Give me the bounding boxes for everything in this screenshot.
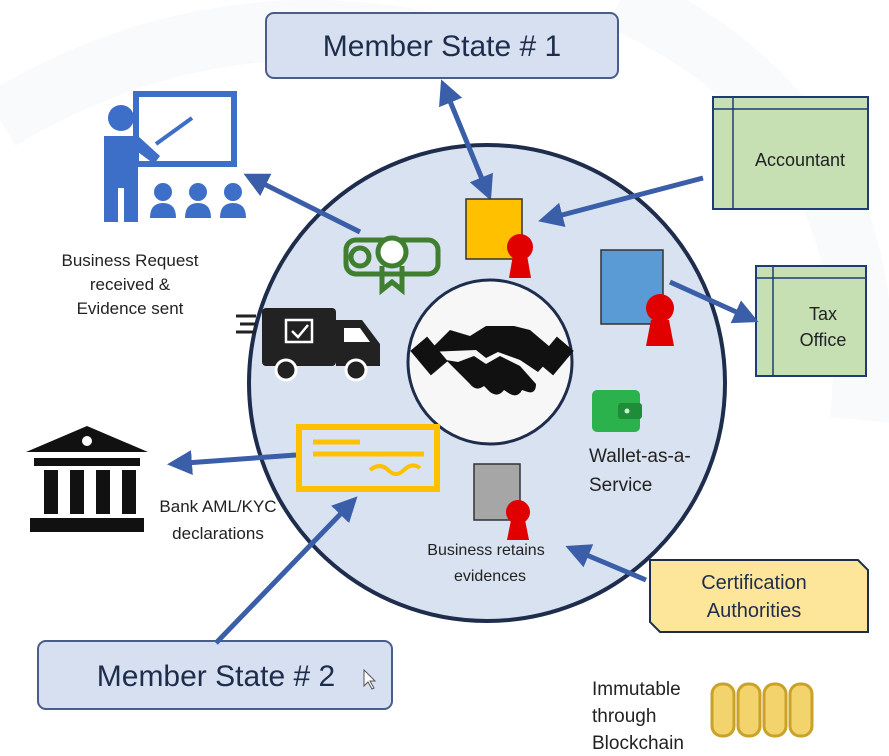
member-state-2-label: Member State # 2 [97,660,335,693]
arrow-cheque-to-bank [167,450,297,476]
member-state-1-box: Member State # 1 [265,12,619,79]
bank-line2: declarations [172,524,264,543]
arrows [167,79,759,645]
accountant-box: Accountant [712,96,869,210]
tax-office-label-line1: Tax [809,304,837,324]
handshake-icon [410,326,574,396]
blockchain-line3: Blockchain [592,733,684,754]
blockchain-label: Immutable through Blockchain [592,679,684,754]
cheque-icon [296,424,440,492]
business-request-line3: Evidence sent [77,299,184,318]
blockchain-line1: Immutable [592,679,681,700]
arrow-doc-to-tax-office [668,279,759,324]
red-seal-icon [646,294,674,346]
business-request-line1: Business Request [61,251,198,270]
certification-authorities-line2: Authorities [707,600,802,622]
delivery-truck-icon [236,308,380,382]
business-request-line2: received & [90,275,171,294]
tax-document-icon [600,249,674,346]
bank-line1: Bank AML/KYC [159,497,276,516]
evidence-document-icon [473,463,530,540]
diploma-icon [343,235,441,296]
arrow-member-state-2-to-cheque [214,496,358,645]
certification-authorities-line1: Certification [701,572,807,594]
certification-authorities-box: Certification Authorities [649,559,869,633]
wallet-label: Wallet-as-a- Service [589,446,691,496]
wallet-line1: Wallet-as-a- [589,446,691,467]
bank-label: Bank AML/KYC declarations [159,497,276,543]
red-seal-icon [507,234,533,278]
tax-office-label-line2: Office [800,330,847,350]
arrow-member-state-1-to-doc [439,79,493,201]
accountant-document-icon [465,198,533,278]
business-retains-line1: Business retains [427,542,544,559]
member-state-1-label: Member State # 1 [323,30,561,63]
tax-office-box: Tax Office [755,265,867,377]
blockchain-line2: through [592,706,656,727]
member-state-2-box: Member State # 2 [37,640,393,710]
bank-building-icon [26,426,148,532]
business-retains-label: Business retains evidences [427,542,544,585]
business-retains-line2: evidences [454,568,526,585]
mouse-cursor-icon [363,668,377,690]
blockchain-coins-icon [710,682,814,738]
wallet-icon [592,390,642,432]
arrow-accountant-to-doc [538,175,704,228]
presenter-icon [104,91,246,222]
wallet-line2: Service [589,475,652,496]
red-seal-icon [506,500,530,540]
arrow-certification-to-business [565,544,647,583]
arrow-diploma-to-presenter [243,173,362,235]
business-request-label: Business Request received & Evidence sen… [61,251,198,318]
accountant-label: Accountant [755,150,845,170]
